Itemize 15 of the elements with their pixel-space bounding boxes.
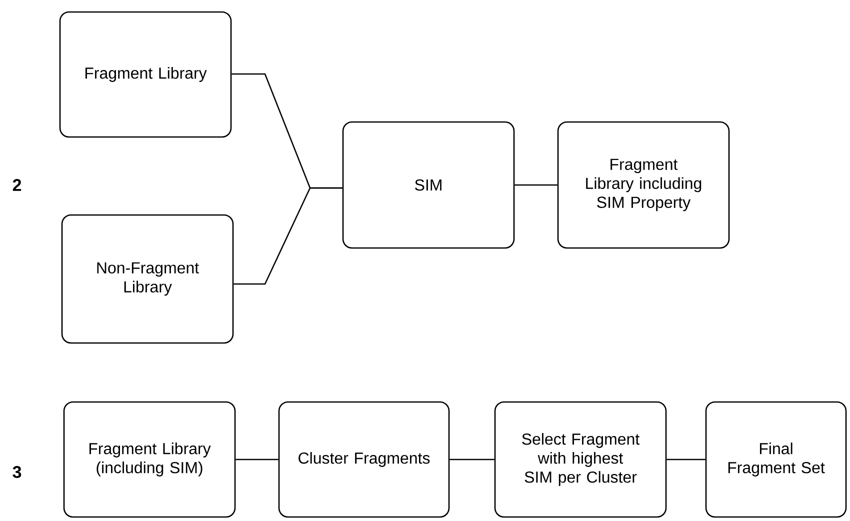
process-box: Non-Fragment Library (61, 214, 234, 344)
step-number: 3 (12, 466, 22, 478)
process-box: Fragment Library (59, 11, 232, 138)
step-number: 2 (12, 179, 22, 191)
connector-line (234, 187, 342, 285)
connector-line (450, 458, 494, 460)
connector-line (514, 184, 558, 186)
process-box: Select Fragment with highest SIM per Cluster (494, 401, 667, 518)
process-box: SIM (342, 121, 515, 249)
process-box: Fragment Library (including SIM) (63, 401, 236, 518)
process-box: Cluster Fragments (278, 401, 450, 518)
connector-line (236, 458, 278, 460)
connector-line (666, 458, 706, 460)
process-box: Final Fragment Set (705, 401, 847, 518)
process-box: Fragment Library including SIM Property (557, 121, 730, 249)
